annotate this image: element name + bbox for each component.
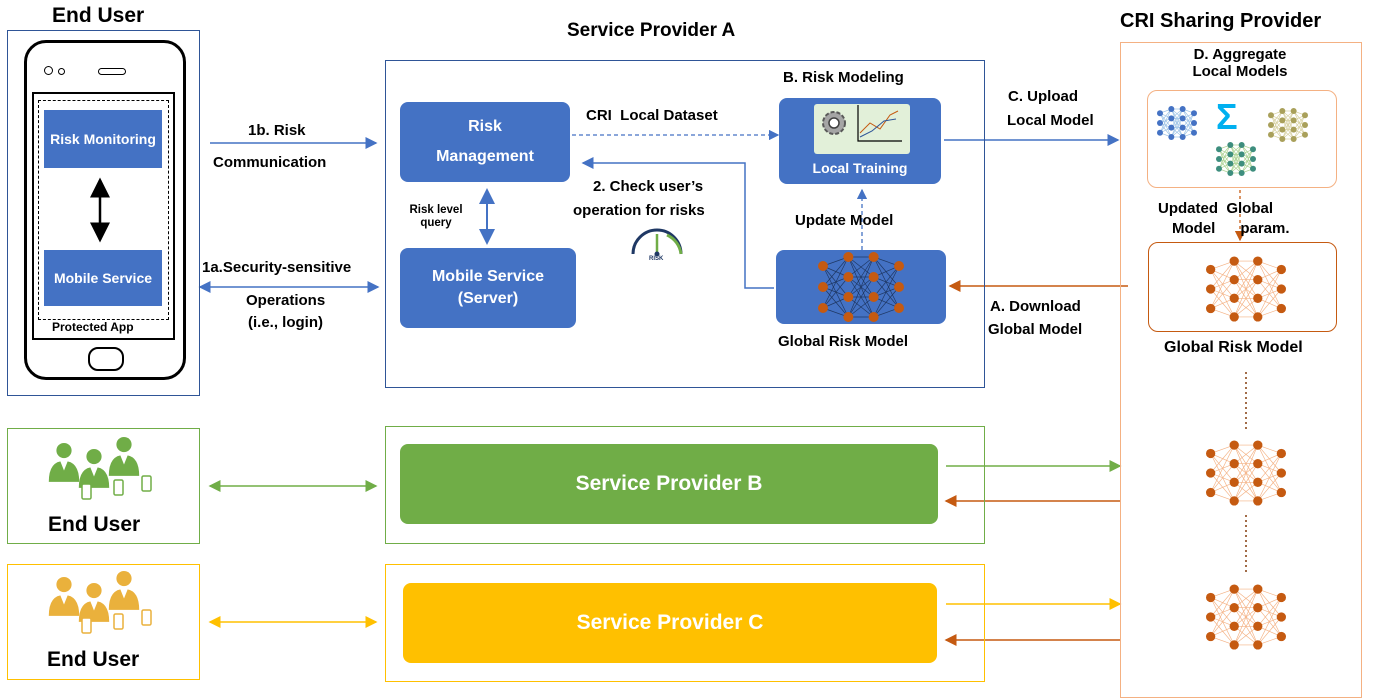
ops-label-2: Operations bbox=[246, 292, 326, 309]
provider-b-box: Service Provider B bbox=[400, 444, 938, 524]
download-label-2: Global Model bbox=[988, 321, 1083, 338]
risk-gauge-icon: RISK bbox=[631, 228, 683, 262]
download-label-1: A. Download bbox=[990, 298, 1081, 315]
risk-modeling-label: B. Risk Modeling bbox=[783, 69, 904, 86]
global-risk-model-label-a: Global Risk Model bbox=[778, 333, 909, 350]
ops-label-1: 1a.Security-sensitive bbox=[202, 259, 352, 276]
update-model-label: Update Model bbox=[795, 212, 894, 229]
gear-icon bbox=[822, 111, 846, 135]
global-model-cri-network-icon bbox=[1206, 256, 1286, 322]
user-group-c-icon bbox=[48, 570, 152, 634]
camera-icon bbox=[44, 66, 53, 75]
check-label-1: 2. Check user’s bbox=[593, 178, 704, 195]
check-operation-arrow bbox=[581, 157, 774, 289]
phone-device bbox=[24, 40, 186, 380]
provider-c-model-network-icon bbox=[1206, 584, 1286, 650]
upload-label-1: C. Upload bbox=[1008, 88, 1078, 105]
risk-comm-label-2: Communication bbox=[213, 154, 327, 171]
home-button-icon bbox=[88, 347, 124, 371]
end-user-b-panel bbox=[7, 428, 200, 544]
provider-c-panel bbox=[385, 564, 985, 682]
provider-a-panel bbox=[385, 60, 985, 388]
cri-local-dataset-label: CRI Local Dataset bbox=[586, 107, 718, 124]
end-user-c-panel bbox=[7, 564, 200, 680]
provider-b-model-network-icon bbox=[1206, 440, 1286, 506]
gauge-label: RISK bbox=[649, 256, 664, 262]
phone-screen bbox=[32, 92, 175, 340]
global-risk-model-label-cri: Global Risk Model bbox=[1164, 339, 1303, 356]
updated-label-1: Updated Global bbox=[1158, 200, 1274, 217]
risk-comm-label-1: 1b. Risk bbox=[248, 122, 306, 139]
updated-label-2: Model param. bbox=[1172, 220, 1290, 237]
sensor-icon bbox=[58, 68, 65, 75]
speaker-icon bbox=[98, 68, 126, 75]
global-risk-model-network-icon bbox=[818, 252, 904, 322]
global-model-box-cri bbox=[1148, 242, 1337, 332]
risk-monitoring-box: Risk Monitoring bbox=[44, 110, 162, 168]
end-user-c-label: End User bbox=[47, 648, 140, 671]
provider-a-title: Service Provider A bbox=[567, 20, 736, 41]
ops-label-3: (i.e., login) bbox=[248, 314, 323, 331]
mobile-service-server-box: Mobile Service(Server) bbox=[400, 248, 576, 328]
end-user-title: End User bbox=[52, 4, 145, 27]
user-group-b-icon bbox=[48, 436, 152, 500]
end-user-b-label: End User bbox=[48, 513, 141, 536]
local-model-3-icon bbox=[1216, 142, 1256, 176]
check-label-2: operation for risks bbox=[573, 202, 705, 219]
local-model-2-icon bbox=[1268, 108, 1308, 142]
cri-provider-title: CRI Sharing Provider bbox=[1120, 10, 1322, 32]
aggregate-box bbox=[1147, 90, 1337, 188]
upload-label-2: Local Model bbox=[1007, 112, 1094, 129]
mobile-service-app-box: Mobile Service bbox=[44, 250, 162, 306]
local-model-1-icon bbox=[1157, 106, 1197, 140]
protected-app-frame bbox=[38, 100, 169, 320]
chart-axes-icon bbox=[857, 105, 902, 142]
sigma-icon: Σ bbox=[1216, 96, 1238, 137]
provider-b-panel bbox=[385, 426, 985, 544]
provider-c-box: Service Provider C bbox=[403, 583, 937, 663]
cri-provider-panel bbox=[1120, 42, 1362, 698]
end-user-panel bbox=[7, 30, 200, 396]
protected-app-label: Protected App bbox=[52, 320, 134, 334]
